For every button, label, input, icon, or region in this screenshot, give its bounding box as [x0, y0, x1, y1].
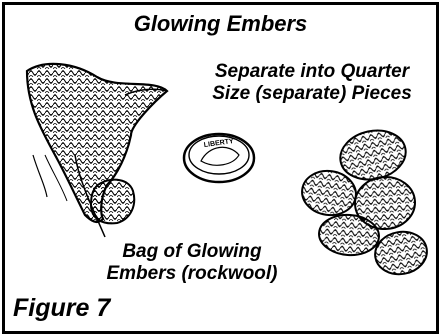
separate-label: Separate into Quarter Size (separate) Pi… — [197, 61, 427, 105]
ember-pieces — [299, 125, 430, 279]
ember-bag — [27, 64, 167, 237]
bag-label: Bag of Glowing Embers (rockwool) — [97, 241, 287, 285]
figure-number-label: Figure 7 — [13, 294, 110, 323]
quarter-coin: LIBERTY — [184, 134, 254, 182]
figure-title: Glowing Embers — [5, 11, 436, 37]
